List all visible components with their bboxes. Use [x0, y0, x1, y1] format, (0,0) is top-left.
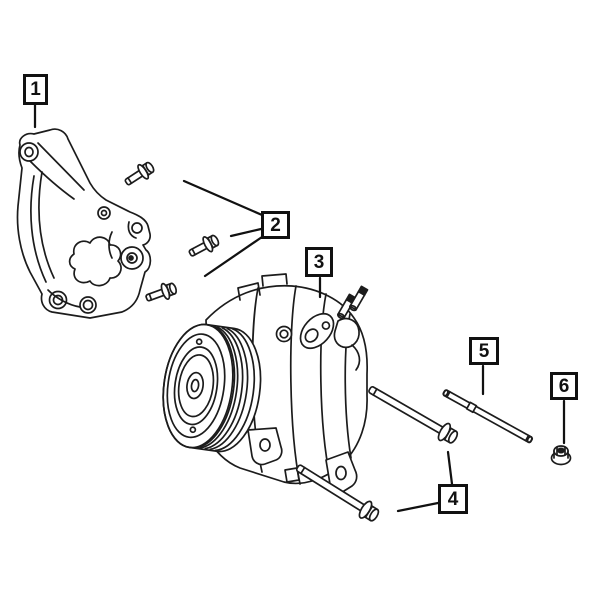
leader-line-2a: [182, 179, 264, 217]
long-bolt-icon: [368, 386, 459, 444]
small-bolt-icon: [188, 234, 220, 257]
callout-box-1: 1: [23, 74, 48, 105]
callout-box-2: 2: [261, 211, 290, 239]
long-bolt-icon: [295, 464, 380, 522]
hex-flange-nut-icon: [550, 445, 572, 466]
threaded-stud-icon: [442, 389, 534, 444]
callout-number: 4: [447, 488, 459, 510]
small-bolt-icon: [145, 282, 178, 302]
callout-number: 2: [270, 214, 281, 236]
port-stud-icon: [336, 293, 357, 320]
small-bolt-icon: [124, 161, 155, 186]
leader-line-2c: [203, 235, 264, 278]
callout-box-3: 3: [305, 247, 333, 277]
callout-number: 3: [313, 251, 325, 273]
leader-line-4b: [396, 501, 440, 513]
callout-number: 5: [478, 340, 490, 362]
compressor-port-fitting-icon: [299, 285, 369, 371]
callout-number: 1: [30, 79, 41, 100]
leader-line-4a: [446, 450, 454, 486]
port-stud-icon: [348, 285, 369, 312]
callout-box-4: 4: [438, 484, 468, 514]
leader-line-2b: [229, 227, 263, 238]
ac-compressor-icon: [162, 273, 369, 493]
callout-box-6: 6: [550, 372, 578, 400]
callout-box-5: 5: [469, 337, 499, 365]
compressor-pulley-icon: [162, 323, 262, 453]
callout-number: 6: [558, 375, 570, 397]
mounting-bracket-icon: [16, 128, 152, 319]
